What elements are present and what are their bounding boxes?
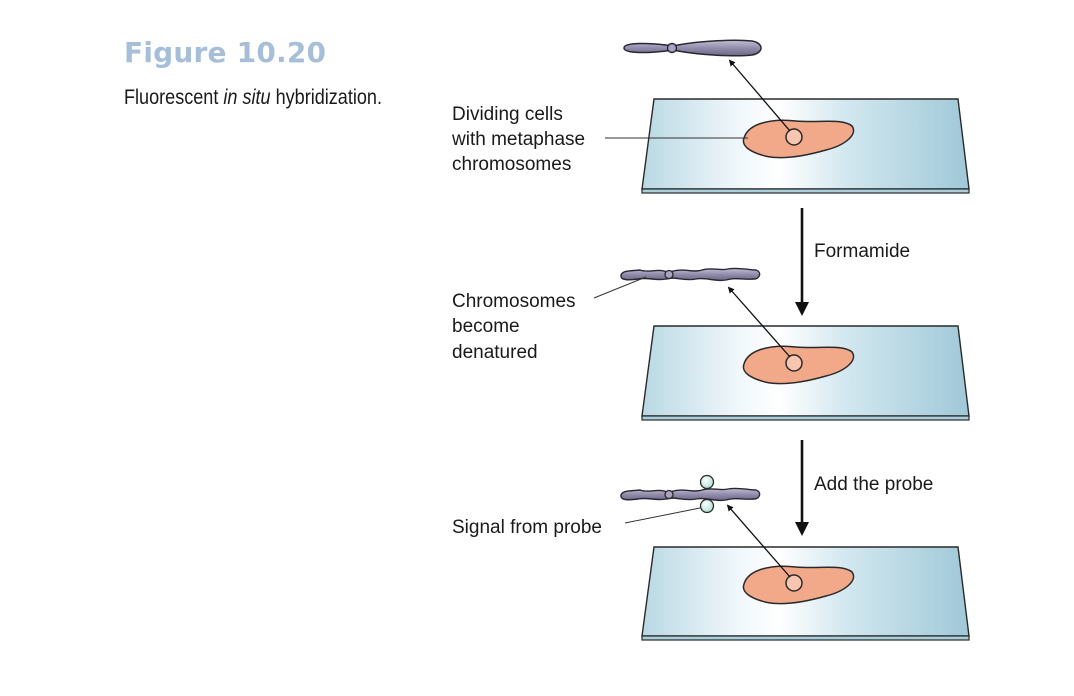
step-1-label: Dividing cells with metaphase chromosome… [451, 104, 590, 175]
figure-caption: Fluorescent in situ hybridization. [124, 86, 382, 110]
step-1-label-line-2: with metaphase [451, 129, 585, 150]
label-leader-3 [624, 507, 701, 524]
nucleus-to-chromosome-arrow-1 [728, 59, 791, 132]
caption-italic-term: in situ [223, 86, 271, 109]
denatured-chromosome [620, 267, 761, 282]
caption-text-end: hybridization. [270, 86, 382, 109]
cell-3 [742, 565, 855, 605]
step-3-label: Signal from probe [452, 517, 602, 538]
probe-signal-bottom [699, 498, 715, 514]
step-1-group: Dividing cells with metaphase chromosome… [451, 39, 970, 194]
process-arrow-1: Formamide [795, 208, 910, 316]
step-2-group: Chromosomes become denatured [452, 267, 970, 421]
probed-chromosome [620, 487, 761, 502]
step-1-label-line-3: chromosomes [452, 154, 571, 175]
metaphase-chromosome [623, 39, 762, 57]
step-3-label-line-1: Signal from probe [452, 517, 602, 538]
process-arrow-1-label: Formamide [814, 241, 910, 262]
caption-text-start: Fluorescent [124, 86, 224, 109]
cell-1 [742, 119, 855, 159]
process-arrow-2: Add the probe [795, 440, 933, 536]
step-2-label-line-1: Chromosomes [452, 291, 576, 312]
nucleus-to-chromosome-arrow-3 [726, 504, 791, 578]
step-1-label-line-1: Dividing cells [452, 104, 563, 125]
step-2-label: Chromosomes become denatured [452, 291, 581, 363]
probe-signal-top [699, 474, 715, 490]
process-arrow-2-label: Add the probe [814, 474, 933, 495]
nucleus-to-chromosome-arrow-2 [727, 286, 791, 358]
cell-2 [742, 345, 855, 385]
step-2-label-line-3: denatured [452, 342, 538, 363]
step-2-label-line-2: become [452, 316, 520, 337]
step-3-group: Signal from probe [452, 474, 970, 641]
figure-title: Figure 10.20 [124, 36, 327, 69]
label-leader-2 [593, 276, 647, 299]
